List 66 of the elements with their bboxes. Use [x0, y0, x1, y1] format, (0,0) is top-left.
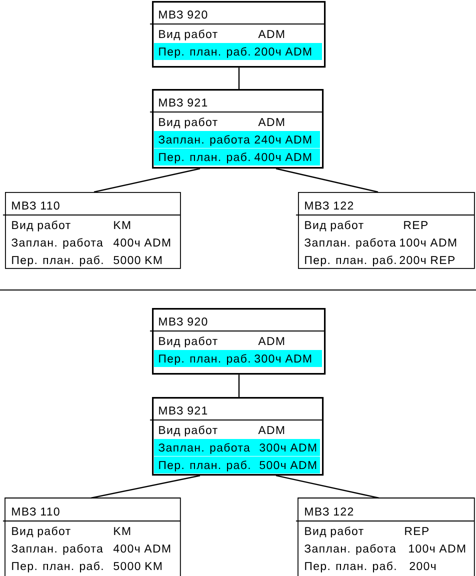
- field-value: 200ч: [410, 562, 436, 570]
- field-label: Пер. план. раб.: [305, 256, 396, 266]
- field-value: ADM: [258, 426, 284, 434]
- field-label: Пер. план. раб.: [305, 562, 396, 572]
- field-label: Вид работ: [159, 426, 218, 436]
- record-title: МВЗ 921: [159, 98, 208, 107]
- field-value: REP: [404, 221, 428, 229]
- record-box: [2, 498, 181, 576]
- record-box: [2, 192, 181, 269]
- field-label: Заплан. работа: [304, 238, 396, 249]
- field-value: 400ч ADM: [113, 544, 170, 553]
- field-label: Вид работ: [305, 220, 364, 232]
- field-label: Пер. план. раб.: [159, 354, 250, 365]
- field-value: KM: [114, 221, 130, 229]
- field-value: ADM: [258, 118, 284, 126]
- connector-line: [238, 68, 240, 89]
- field-label: Пер. план. раб.: [12, 256, 103, 266]
- field-label: Пер. план. раб.: [159, 460, 250, 472]
- record-title: МВЗ 122: [305, 508, 354, 516]
- connector-line: [90, 475, 200, 499]
- record-box: [296, 192, 475, 269]
- record-title: МВЗ 122: [305, 202, 354, 210]
- connector-line: [276, 168, 378, 193]
- record-title: МВЗ 920: [159, 318, 208, 326]
- field-label: Заплан. работа: [158, 443, 250, 454]
- field-value: 5000 KM: [114, 256, 162, 264]
- field-label: Вид работ: [159, 336, 218, 348]
- record-box: [150, 397, 324, 476]
- field-label: Вид работ: [305, 526, 364, 538]
- field-value: 300ч ADM: [254, 354, 312, 363]
- field-label: Пер. план. раб.: [12, 562, 103, 572]
- field-value: 400ч ADM: [113, 238, 170, 247]
- field-value: KM: [114, 527, 130, 535]
- field-label: Заплан. работа: [12, 238, 103, 249]
- field-label: Заплан. работа: [158, 135, 250, 146]
- record-title: МВЗ 921: [159, 406, 208, 415]
- connector-line: [94, 168, 200, 193]
- record-box: [150, 308, 326, 375]
- record-box: [150, 89, 324, 169]
- field-value: ADM: [258, 30, 284, 38]
- field-value: 100ч ADM: [409, 544, 466, 553]
- record-title: МВЗ 110: [12, 508, 60, 516]
- field-label: Вид работ: [12, 526, 70, 538]
- field-value: REP: [405, 527, 428, 535]
- record-title: МВЗ 920: [159, 10, 208, 19]
- record-box: [150, 1, 326, 68]
- field-value: 200ч ADM: [254, 48, 312, 56]
- record-box: [296, 498, 475, 576]
- field-value: 5000 KM: [114, 562, 162, 570]
- field-label: Пер. план. раб.: [159, 152, 250, 164]
- field-value: 300ч ADM: [260, 444, 316, 452]
- field-label: Вид работ: [159, 30, 218, 40]
- connector-line: [238, 374, 240, 397]
- field-value: ADM: [258, 337, 284, 345]
- field-label: Заплан. работа: [304, 544, 396, 555]
- field-label: Заплан. работа: [12, 544, 103, 555]
- field-value: 400ч ADM: [254, 153, 312, 162]
- field-label: Пер. план. раб.: [159, 47, 250, 58]
- field-value: 500ч ADM: [260, 461, 316, 470]
- field-label: Вид работ: [159, 118, 218, 128]
- connector-line: [276, 475, 380, 499]
- field-label: Вид работ: [12, 220, 70, 232]
- record-title: МВЗ 110: [12, 202, 60, 210]
- field-value: 240ч ADM: [254, 136, 312, 144]
- field-value: 100ч ADM: [400, 238, 456, 247]
- field-value: 200ч REP: [400, 256, 455, 264]
